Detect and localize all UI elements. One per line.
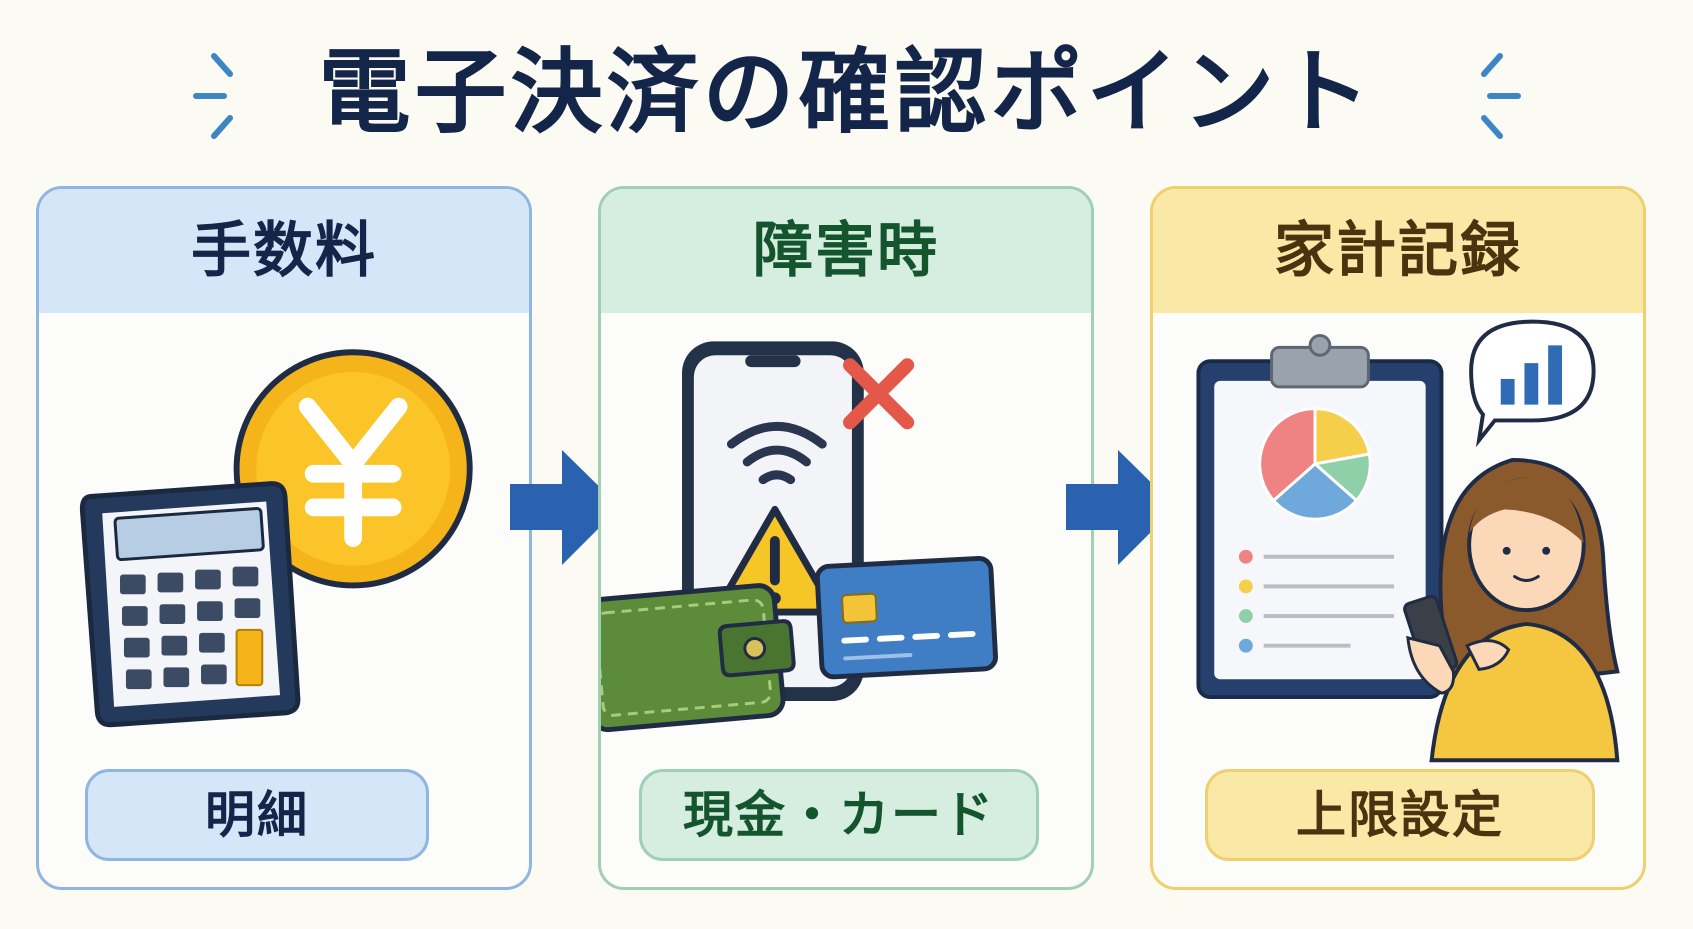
panel-heading-fees: 手数料 <box>39 189 529 313</box>
woman-with-phone-icon <box>1403 457 1620 763</box>
right-arrow-icon <box>510 450 620 565</box>
pill-cash-card: 現金・カード <box>639 769 1039 861</box>
pill-limit-setting: 上限設定 <box>1205 769 1595 861</box>
household-record-illustration <box>1196 319 1620 763</box>
pie-chart-icon <box>1258 407 1372 521</box>
cross-icon <box>843 358 915 430</box>
calculator-icon <box>79 481 301 728</box>
panel-household-record: 家計記録 <box>1150 186 1646 890</box>
right-arrow-icon <box>1066 450 1176 565</box>
panel-outage: 障害時 <box>598 186 1094 890</box>
outage-illustration <box>601 341 998 733</box>
credit-card-icon <box>814 555 998 680</box>
panel-heading-household-record: 家計記録 <box>1153 189 1643 313</box>
sparkle-right-icon <box>1481 53 1521 139</box>
panel-fees: 手数料 明細 <box>36 186 532 890</box>
wallet-icon <box>601 583 796 733</box>
sparkle-left-icon <box>193 53 233 139</box>
yen-coin-icon <box>233 349 473 589</box>
wifi-icon <box>726 422 827 485</box>
legend-list-icon <box>1238 549 1395 653</box>
pill-statement: 明細 <box>85 769 429 861</box>
panel-heading-outage: 障害時 <box>601 189 1091 313</box>
page-title: 電子決済の確認ポイント <box>318 39 1375 146</box>
fees-illustration <box>79 349 473 728</box>
bar-chart-bubble-icon <box>1469 319 1596 448</box>
